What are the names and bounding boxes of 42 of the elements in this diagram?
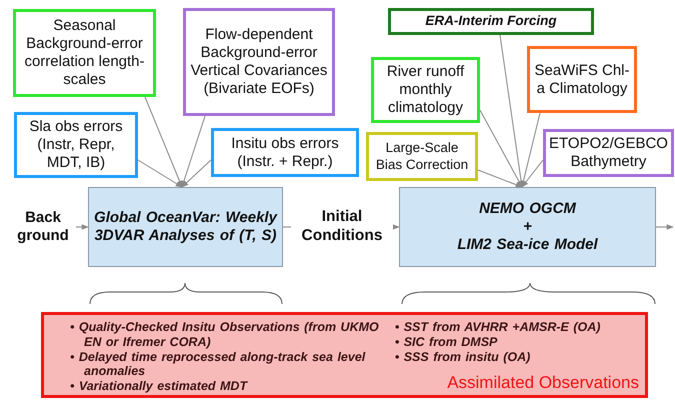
observation-item: • SST from AVHRR +AMSR-E (OA) bbox=[394, 320, 602, 335]
box-text: ERA-Interim Forcing bbox=[425, 13, 557, 30]
arrow bbox=[138, 160, 183, 188]
box-text: NEMO OGCM bbox=[479, 200, 576, 218]
panel-title: Assimilated Observations bbox=[447, 372, 639, 393]
observation-item: • Variationally estimated MDT bbox=[70, 379, 249, 394]
arrow bbox=[478, 170, 523, 188]
box-text: Large-Scale Bias Correction bbox=[374, 140, 470, 173]
observation-item: • SSS from insitu (OA) bbox=[394, 350, 532, 364]
input-box bbox=[211, 128, 359, 177]
input-box bbox=[371, 57, 480, 123]
arrow bbox=[182, 160, 212, 188]
input-box bbox=[366, 132, 478, 181]
box-text: SeaWiFS Chl-a Climatology bbox=[534, 62, 630, 98]
arrow bbox=[656, 224, 674, 230]
box-text: Insitu obs errors (Instr. + Repr.) bbox=[230, 134, 340, 170]
box-text: Sla obs errors (Instr, Repr, MDT, IB) bbox=[28, 118, 124, 172]
observation-item: • Delayed time reprocessed along-track sea level anomalies bbox=[70, 350, 366, 380]
box-text: Back ground bbox=[16, 209, 70, 245]
observations-panel bbox=[41, 312, 648, 398]
arrow bbox=[480, 110, 522, 188]
box-text: ETOPO2/GEBCO Bathymetry bbox=[549, 135, 668, 171]
input-box bbox=[527, 46, 637, 113]
box-text: LIM2 Sea-ice Model bbox=[457, 236, 598, 254]
input-box bbox=[543, 129, 674, 177]
box-text: River runoff monthly climatology bbox=[386, 63, 466, 117]
input-box bbox=[183, 8, 335, 116]
input-box bbox=[13, 9, 156, 97]
process-box bbox=[88, 187, 283, 267]
box-text: Flow-dependent Background-error Vertical Covariances (Bivariate EOFs) bbox=[190, 26, 328, 98]
arrow bbox=[522, 160, 544, 188]
arrow bbox=[144, 96, 182, 188]
process-box bbox=[399, 187, 656, 267]
arrow bbox=[76, 224, 89, 230]
input-box bbox=[388, 8, 594, 35]
observation-item: • Quality-Checked Insitu Observations (from UKMO EN or Ifremer CORA) bbox=[70, 320, 380, 350]
box-text: Global OceanVar: Weekly 3DVAR Analyses of (T, S) bbox=[93, 209, 278, 245]
input-box bbox=[14, 112, 138, 178]
arrow bbox=[181, 116, 206, 188]
box-text: + bbox=[523, 218, 532, 236]
observation-item: • SIC from DMSP bbox=[394, 334, 498, 350]
box-text: Seasonal Background-error correlation length-scales bbox=[23, 17, 146, 89]
